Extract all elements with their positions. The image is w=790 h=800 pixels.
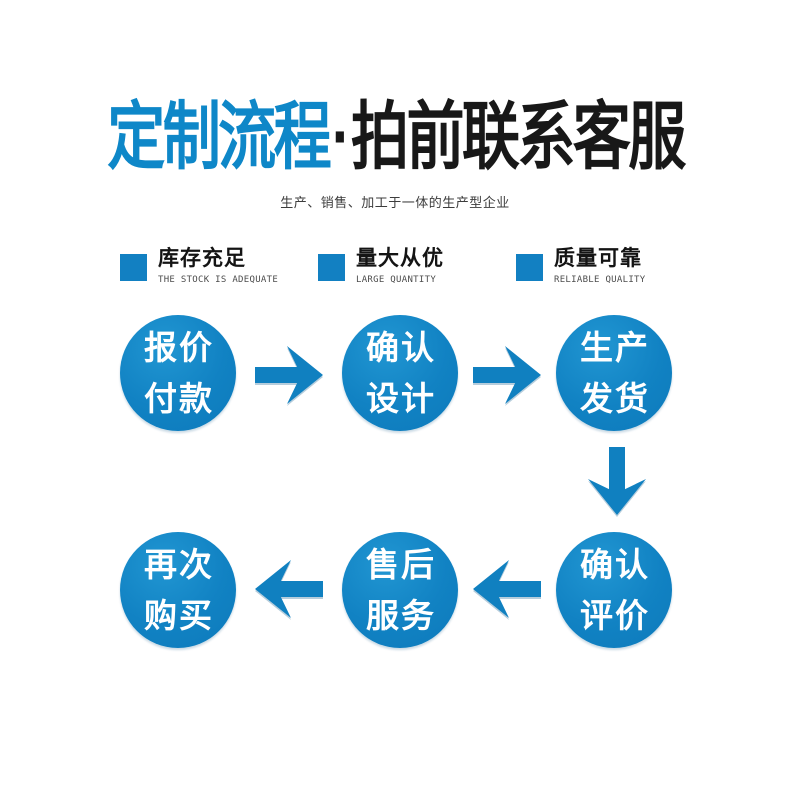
flow-step-repeat-purchase: 再次 购买 — [120, 532, 236, 648]
flow-step-line: 确认 — [580, 546, 650, 583]
flow-step-line: 评价 — [580, 597, 650, 634]
flow-step-line: 付款 — [144, 380, 214, 417]
arrow-right-icon — [255, 346, 323, 404]
flow-step-production-shipping: 生产 发货 — [556, 315, 672, 431]
feature-stock: 库存充足 THE STOCK IS ADEQUATE — [120, 246, 278, 285]
feature-title-en: THE STOCK IS ADEQUATE — [158, 275, 279, 285]
feature-title-zh: 库存充足 — [158, 247, 246, 270]
flow-step-line: 报价 — [144, 329, 214, 366]
title-blue-part: 定制流程 — [106, 94, 331, 178]
feature-text-block: 量大从优 LARGE QUANTITY — [356, 246, 444, 285]
feature-quality: 质量可靠 RELIABLE QUALITY — [516, 246, 646, 285]
subtitle: 生产、销售、加工于一体的生产型企业 — [280, 195, 510, 210]
flow-step-line: 售后 — [366, 546, 436, 583]
flow-step-line: 生产 — [580, 329, 650, 366]
feature-text-block: 质量可靠 RELIABLE QUALITY — [554, 246, 646, 285]
flow-step-after-sales-service: 售后 服务 — [342, 532, 458, 648]
page-title-text: 定制流程·拍前联系客服 — [106, 89, 686, 183]
title-black-part: 拍前联系客服 — [350, 94, 686, 178]
feature-title-zh: 质量可靠 — [554, 247, 642, 270]
page-title: 定制流程·拍前联系客服 — [0, 94, 790, 180]
flow-step-confirm-review: 确认 评价 — [556, 532, 672, 648]
feature-title-en: RELIABLE QUALITY — [554, 275, 646, 285]
feature-bullet-square — [120, 254, 147, 281]
flow-step-line: 购买 — [144, 597, 214, 634]
feature-text-block: 库存充足 THE STOCK IS ADEQUATE — [158, 246, 278, 285]
flow-step-line: 服务 — [366, 597, 436, 634]
arrow-down-icon — [588, 447, 646, 515]
feature-bullet-square — [516, 254, 543, 281]
arrow-right-icon — [473, 346, 541, 404]
feature-bullet-square — [318, 254, 345, 281]
flow-step-confirm-design: 确认 设计 — [342, 315, 458, 431]
flow-step-line: 再次 — [144, 546, 214, 583]
flow-step-line: 发货 — [580, 380, 650, 417]
feature-title-en: LARGE QUANTITY — [356, 275, 437, 285]
flow-step-line: 确认 — [366, 329, 436, 366]
flow-step-line: 设计 — [366, 380, 436, 417]
flow-step-quote-payment: 报价 付款 — [120, 315, 236, 431]
arrow-left-icon — [473, 560, 541, 618]
feature-title-zh: 量大从优 — [356, 247, 444, 270]
arrow-left-icon — [255, 560, 323, 618]
feature-quantity: 量大从优 LARGE QUANTITY — [318, 246, 444, 285]
title-separator-dot: · — [331, 94, 350, 178]
